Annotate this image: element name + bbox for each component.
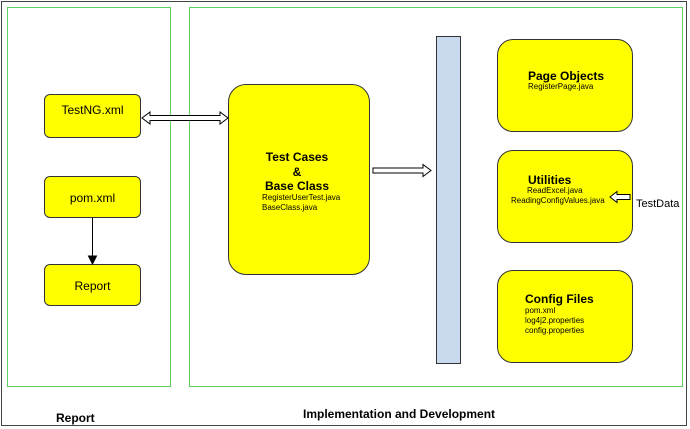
pom-to-report-arrow	[87, 218, 98, 266]
testng-xml-label: TestNG.xml	[61, 103, 124, 117]
testdata-to-utilities-arrow	[609, 190, 631, 204]
utilities-title: Utilities	[528, 173, 572, 187]
test-cases-box: Test Cases & Base Class RegisterUserTest…	[228, 84, 370, 275]
ampersand-label: &	[292, 165, 302, 179]
testdata-label: TestData	[636, 198, 680, 210]
report-label: Report	[74, 279, 111, 293]
file-log4j2: log4j2.properties	[525, 316, 585, 325]
page-objects-box: Page Objects RegisterPage.java	[497, 39, 633, 132]
config-files-box: Config Files pom.xml log4j2.properties c…	[497, 270, 633, 363]
file-readexcel: ReadExcel.java	[527, 186, 583, 195]
file-registerusertest: RegisterUserTest.java	[262, 193, 341, 202]
testng-xml-box: TestNG.xml	[44, 94, 141, 138]
config-files-title: Config Files	[525, 292, 594, 306]
separator-bar	[436, 36, 461, 364]
page-objects-title: Page Objects	[528, 69, 605, 83]
file-pom-xml: pom.xml	[525, 306, 556, 315]
implementation-caption: Implementation and Development	[303, 407, 496, 421]
report-panel	[7, 7, 171, 387]
base-class-title: Base Class	[264, 179, 330, 193]
test-cases-title: Test Cases	[265, 150, 329, 164]
file-config-properties: config.properties	[525, 326, 585, 335]
file-registerpage: RegisterPage.java	[528, 82, 594, 91]
implementation-panel	[189, 7, 683, 387]
file-baseclass: BaseClass.java	[262, 203, 318, 212]
double-arrow-connector	[141, 111, 229, 125]
pom-xml-box: pom.xml	[44, 176, 141, 218]
pom-xml-label: pom.xml	[69, 191, 116, 205]
report-box: Report	[44, 264, 141, 306]
report-caption: Report	[56, 411, 95, 425]
testcases-to-bar-arrow	[372, 163, 432, 178]
file-readingconfigvalues: ReadingConfigValues.java	[511, 196, 605, 205]
